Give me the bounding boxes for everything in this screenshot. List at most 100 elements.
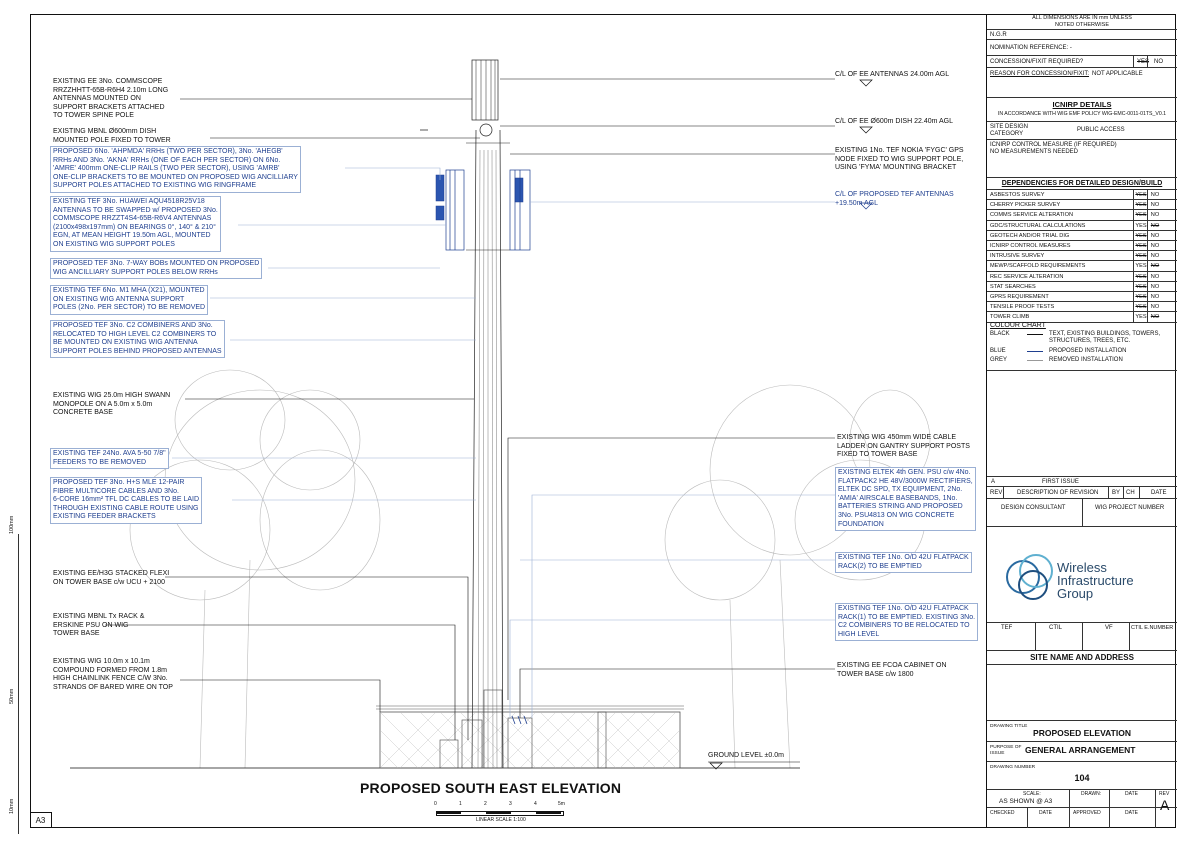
dimensions-note: ALL DIMENSIONS ARE IN mm UNLESS NOTED OT…	[1032, 15, 1132, 28]
label-compound: EXISTING WIG 10.0m x 10.1m COMPOUND FORM…	[53, 658, 173, 691]
label-proposed-bobs: PROPOSED TEF 3No. 7-WAY BOBs MOUNTED ON …	[50, 258, 263, 280]
purpose-of-issue: GENERAL ARRANGEMENT	[1025, 745, 1136, 755]
concession-no: NO	[1154, 59, 1163, 65]
icnirp-measure: ICNIRP CONTROL MEASURE (IF REQUIRED) NO …	[990, 142, 1117, 155]
dependency-no: NO	[1147, 271, 1162, 282]
drawing-sheet	[30, 14, 1176, 828]
sheet-size: A3	[30, 812, 52, 828]
label-tef-mha: EXISTING TEF 6No. M1 MHA (X21), MOUNTED …	[50, 285, 209, 315]
dependency-no: NO	[1147, 230, 1162, 241]
colour-black-desc: TEXT, EXISTING BUILDINGS, TOWERS, STRUCT…	[1049, 331, 1161, 344]
colour-blue-name: BLUE	[990, 348, 1006, 354]
dependency-yes: YES	[1133, 281, 1148, 292]
nomination-reference: NOMINATION REFERENCE: -	[990, 45, 1072, 51]
label-stacked-flexi: EXISTING EE/H3G STACKED FLEXI ON TOWER B…	[53, 570, 170, 586]
dependency-yes: YES	[1133, 200, 1148, 211]
elevation-title: PROPOSED SOUTH EAST ELEVATION	[360, 780, 622, 796]
scale-caption: LINEAR SCALE 1:100	[476, 817, 526, 823]
dependency-name: TENSILE PROOF TESTS	[990, 304, 1055, 311]
drawing-title: PROPOSED ELEVATION	[1033, 728, 1131, 738]
label-proposed-rrhs: PROPOSED 6No. 'AHPMDA' RRHs (TWO PER SEC…	[50, 146, 301, 193]
dependency-no: NO	[1147, 312, 1162, 323]
dependency-name: MEWP/SCAFFOLD REQUIREMENTS	[990, 263, 1086, 270]
dependency-yes: YES	[1133, 251, 1148, 262]
dependency-name: STAT SEARCHES	[990, 283, 1036, 290]
dependency-no: NO	[1147, 220, 1162, 231]
dependency-yes: YES	[1133, 210, 1148, 221]
concession-reason-value: NOT APPLICABLE	[1092, 71, 1143, 77]
dependency-yes: YES	[1133, 190, 1148, 200]
dependency-name: COMMS SERVICE ALTERATION	[990, 212, 1073, 219]
dependency-no: NO	[1147, 210, 1162, 221]
dependency-name: GEOTECH AND/OR TRIAL DIG	[990, 232, 1070, 239]
label-swann-monopole: EXISTING WIG 25.0m HIGH SWANN MONOPOLE O…	[53, 392, 171, 417]
side-ruler: 100mm 50mm 10mm	[8, 14, 28, 834]
label-flatpack-rack2: EXISTING TEF 1No. O/D 42U FLATPACK RACK(…	[835, 552, 972, 574]
ngr: N.G.R	[990, 32, 1007, 38]
label-ee-antennas: EXISTING EE 3No. COMMSCOPE RRZZHHTT-65B-…	[53, 78, 169, 120]
colour-chart-title: COLOUR CHART	[990, 322, 1046, 329]
dependency-no: NO	[1147, 261, 1162, 272]
scale-value: AS SHOWN @ A3	[999, 798, 1053, 805]
concession-yes: YES	[1137, 59, 1150, 65]
site-name-title: SITE NAME AND ADDRESS	[1030, 653, 1134, 662]
dependency-no: NO	[1147, 200, 1162, 211]
dependency-name: CHERRY PICKER SURVEY	[990, 202, 1061, 209]
site-design-category: SITE DESIGN CATEGORY	[990, 124, 1029, 137]
label-eltek-psu: EXISTING ELTEK 4th GEN. PSU c/w 4No. FLA…	[835, 467, 976, 532]
label-mbnl-tx-rack: EXISTING MBNL Tx RACK & ERSKINE PSU ON W…	[53, 613, 145, 638]
colour-grey-name: GREY	[990, 357, 1008, 363]
label-mbnl-dish: EXISTING MBNL Ø600mm DISH MOUNTED POLE F…	[53, 128, 171, 144]
tree-right	[664, 384, 931, 769]
dependency-yes: YES	[1133, 292, 1148, 302]
dependency-yes: YES	[1133, 220, 1148, 231]
proposed-antennas	[445, 169, 531, 251]
dependency-yes: YES	[1133, 271, 1148, 282]
label-cable-ladder: EXISTING WIG 450mm WIDE CABLE LADDER ON …	[837, 434, 970, 459]
colour-black-name: BLACK	[990, 331, 1010, 337]
colour-grey-desc: REMOVED INSTALLATION	[1049, 357, 1123, 363]
dependency-name: TOWER CLIMB	[990, 314, 1030, 321]
dependency-name: ICNIRP CONTROL MEASURES	[990, 243, 1071, 249]
dependency-no: NO	[1147, 241, 1162, 251]
label-cl-proposed-antennas: C/L OF PROPOSED TEF ANTENNAS +19.50m AGL	[835, 191, 954, 207]
icnirp-title: ICNIRP DETAILS	[1052, 100, 1112, 109]
dependency-no: NO	[1147, 302, 1162, 313]
label-gps-node: EXISTING 1No. TEF NOKIA 'FYGC' GPS NODE …	[835, 147, 964, 172]
scale-bar: 0 1 2 3 4 5m LINEAR SCALE 1:100	[434, 801, 565, 823]
label-flatpack-rack1: EXISTING TEF 1No. O/D 42U FLATPACK RACK(…	[835, 603, 979, 642]
wig-project-number: WIG PROJECT NUMBER	[1095, 505, 1165, 511]
dependency-yes: YES	[1133, 241, 1148, 251]
tree-left	[129, 369, 381, 769]
label-cl-ee-antennas: C/L OF EE ANTENNAS 24.00m AGL	[835, 71, 950, 78]
colour-blue-desc: PROPOSED INSTALLATION	[1049, 348, 1127, 354]
title-block: ALL DIMENSIONS ARE IN mm UNLESS NOTED OT…	[986, 14, 1177, 828]
design-consultant: DESIGN CONSULTANT	[1001, 505, 1066, 511]
label-fibre-multicore: PROPOSED TEF 3No. H+S MLE 12-PAIR FIBRE …	[50, 477, 203, 524]
dependencies-title: DEPENDENCIES FOR DETAILED DESIGN/BUILD	[1001, 180, 1163, 187]
label-cl-ee-dish: C/L OF EE Ø600m DISH 22.40m AGL	[835, 118, 954, 125]
dependency-yes: YES	[1133, 230, 1148, 241]
dependency-name: REC SERVICE ALTERATION	[990, 273, 1064, 280]
dependency-no: NO	[1147, 251, 1162, 262]
dependency-no: NO	[1147, 281, 1162, 292]
icnirp-policy: IN ACCORDANCE WITH WIG EMF POLICY WIG-EM…	[997, 111, 1167, 117]
label-ava-feeders: EXISTING TEF 24No. AVA 5-50 7/8" FEEDERS…	[50, 448, 169, 470]
revision-rev: A	[991, 479, 996, 485]
concession-reason: REASON FOR CONCESSION/FIXIT:	[990, 71, 1090, 77]
label-ground-level: GROUND LEVEL ±0.0m	[708, 752, 784, 759]
revision-desc: FIRST ISSUE	[1042, 479, 1079, 485]
dependency-yes: YES	[1133, 302, 1148, 313]
dependency-no: NO	[1147, 292, 1162, 302]
